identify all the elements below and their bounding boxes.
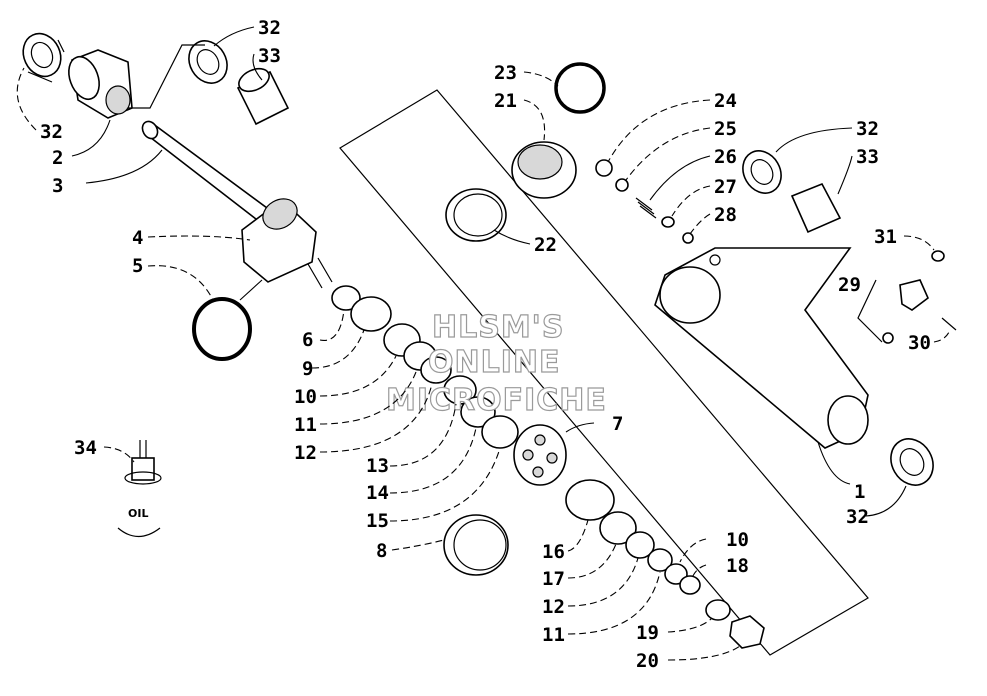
callout-24: 24 [714, 90, 737, 112]
callout-26: 26 [714, 146, 737, 168]
watermark: HLSM'S ONLINE MICROFICHE [385, 309, 607, 418]
callout-1: 1 [854, 481, 865, 503]
leader-lines [16, 26, 951, 661]
oil-label: OIL [128, 507, 148, 520]
callout-5: 5 [132, 255, 143, 277]
callout-28: 28 [714, 204, 737, 226]
callout-12-right: 12 [542, 596, 565, 618]
part-33-sleeve-right [790, 182, 842, 234]
bracket-line-top [128, 44, 205, 109]
callout-20: 20 [636, 650, 659, 672]
callout-18: 18 [726, 555, 749, 577]
callout-32-top: 32 [258, 17, 281, 39]
callout-23: 23 [494, 62, 517, 84]
part-32-bushing-bottom [890, 438, 934, 486]
callout-34: 34 [74, 437, 97, 459]
callout-25: 25 [714, 118, 737, 140]
callout-9: 9 [302, 358, 313, 380]
callout-3: 3 [52, 175, 63, 197]
callout-8: 8 [376, 540, 387, 562]
callout-30: 30 [908, 332, 931, 354]
callout-14: 14 [366, 482, 389, 504]
part-22-band [445, 188, 507, 242]
callout-27: 27 [714, 176, 737, 198]
part-1-shock-body [654, 247, 869, 449]
part-8-piston-band [443, 514, 509, 576]
watermark-line-2: ONLINE [428, 345, 561, 380]
callout-17: 17 [542, 568, 565, 590]
part-4-piston-body [241, 198, 333, 289]
callout-15: 15 [366, 510, 389, 532]
callout-33-right: 33 [856, 146, 879, 168]
bracket-29 [857, 279, 883, 343]
callout-labels: 32 33 32 2 3 4 5 6 9 10 11 12 13 14 15 8… [40, 17, 931, 672]
callout-11-right: 11 [542, 624, 565, 646]
callout-32-right: 32 [856, 118, 879, 140]
part-32-bushing-right [742, 150, 782, 194]
part-23-o-ring [554, 62, 606, 114]
callout-4: 4 [132, 227, 143, 249]
callout-10-left: 10 [294, 386, 317, 408]
shim-stack-left [331, 285, 519, 449]
callout-7: 7 [612, 413, 623, 435]
part-21-cap [511, 141, 577, 199]
shim-stack-right [565, 479, 765, 649]
valve-small-parts [595, 159, 694, 244]
callout-11-left: 11 [294, 414, 317, 436]
callout-6: 6 [302, 329, 313, 351]
callout-32-left: 32 [40, 121, 63, 143]
callout-32-bottom: 32 [846, 506, 869, 528]
watermark-line-1: HLSM'S [432, 310, 564, 345]
callout-10-right: 10 [726, 529, 749, 551]
callout-33-top: 33 [258, 45, 281, 67]
part-29-valve [882, 250, 957, 344]
callout-12-left: 12 [294, 442, 317, 464]
callout-22: 22 [534, 234, 557, 256]
part-32-bushing-top [188, 40, 228, 84]
part-33-sleeve-top [236, 67, 290, 126]
watermark-line-3: MICROFICHE [386, 383, 607, 418]
callout-13: 13 [366, 455, 389, 477]
part-34-oil-bottle: OIL [117, 440, 162, 538]
callout-29: 29 [838, 274, 861, 296]
callout-16: 16 [542, 541, 565, 563]
part-7-valve-piston [513, 424, 567, 486]
part-2-eye [68, 49, 133, 119]
callout-19: 19 [636, 622, 659, 644]
callout-31: 31 [874, 226, 897, 248]
callout-2: 2 [52, 147, 63, 169]
callout-21: 21 [494, 90, 517, 112]
part-5-o-ring [192, 297, 252, 361]
assembly-boundary [339, 89, 869, 656]
part-32-bushing-top-left [22, 32, 65, 83]
